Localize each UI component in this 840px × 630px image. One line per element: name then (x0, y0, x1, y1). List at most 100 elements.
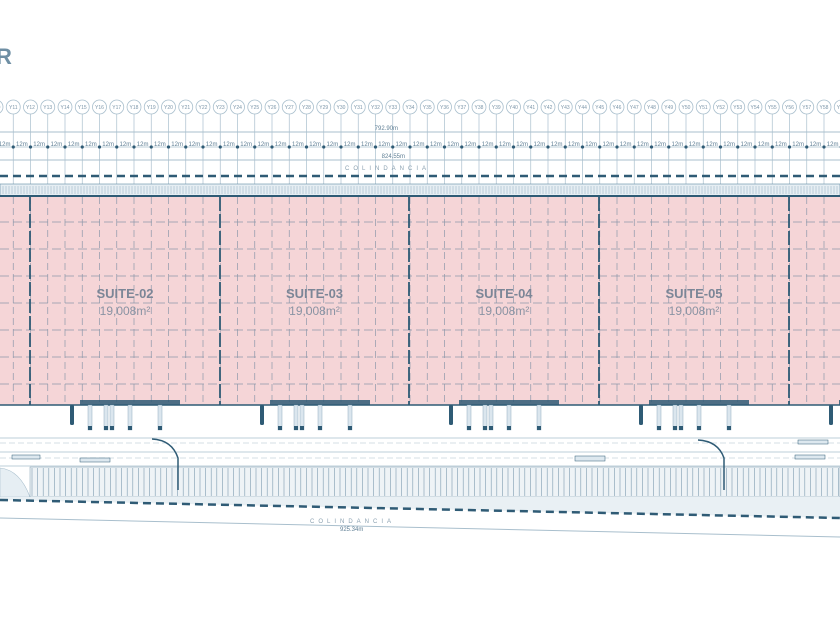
dimension-tick (253, 145, 257, 149)
bay-dimension-label: 12m (16, 142, 28, 148)
grid-axis-bubble (0, 100, 4, 114)
dimension-tick (753, 145, 757, 149)
dimension-tick (615, 145, 619, 149)
gate-ramp (697, 439, 725, 490)
grid-axis-label: Y19 (147, 105, 156, 111)
bay-dimension-label: 12m (499, 142, 511, 148)
bay-dimension-label: 12m (223, 142, 235, 148)
grid-axis-label: Y38 (475, 105, 484, 111)
grid-axis-label: Y13 (43, 105, 52, 111)
dock-bumper (467, 426, 471, 430)
grid-axis-label: Y15 (78, 105, 87, 111)
bay-dimension-label: 12m (775, 142, 787, 148)
grid-axis-label: Y30 (337, 105, 346, 111)
grid-axis-label: Y24 (233, 105, 242, 111)
dimension-tick (787, 145, 792, 149)
dimension-tick (736, 145, 740, 149)
dock-bumper (348, 426, 352, 430)
bay-dimension-label: 12m (171, 142, 183, 148)
bay-dimension-label: 12m (672, 142, 684, 148)
grid-axis-label: Y40 (509, 105, 518, 111)
bay-dimension-label: 12m (51, 142, 63, 148)
dock-bumper (88, 426, 92, 430)
dim-line-bottom (0, 517, 840, 538)
grid-axis-label: Y50 (682, 105, 691, 111)
boundary-label-top: COLINDANCIA (345, 166, 430, 172)
dock-bumper (318, 426, 322, 430)
grid-axis-label: Y58 (820, 105, 829, 111)
road-sign (797, 439, 829, 445)
dock-bumper (278, 426, 282, 430)
dimension-tick (563, 145, 567, 149)
bay-dimension-label: 12m (706, 142, 718, 148)
dimension-tick (408, 145, 412, 149)
dimension-tick (115, 145, 119, 149)
dock-bumper (697, 426, 701, 430)
dimension-tick (649, 145, 654, 149)
bay-dimension-label: 12m (603, 142, 615, 148)
dimension-tick (270, 145, 274, 149)
bay-dimension-label: 12m (137, 142, 149, 148)
dimension-tick (11, 145, 15, 149)
boundary-label-bottom: COLINDANCIA (310, 519, 395, 525)
dimension-tick (667, 145, 671, 149)
bay-dimension-label: 12m (120, 142, 132, 148)
dimension-tick (235, 145, 240, 149)
grid-axis-label: Y33 (388, 105, 397, 111)
dock-doors (649, 400, 749, 405)
dock-bumper (507, 426, 511, 430)
dimension-tick (63, 145, 67, 149)
dimension-tick (391, 145, 395, 149)
dimension-tick (46, 145, 50, 149)
dimension-tick (425, 145, 429, 149)
dim-bottom-boundary-label: 925.34m (340, 527, 363, 533)
grid-axis-label: Y51 (699, 105, 708, 111)
bay-dimension-label: 12m (465, 142, 477, 148)
dock-bumper (104, 426, 108, 430)
grid-axis-label: Y23 (216, 105, 225, 111)
suite-area: 19,008m² (100, 304, 151, 318)
dimension-tick (356, 145, 360, 149)
dimension-tick (529, 145, 533, 149)
dim-top-boundary-label: 824.55m (382, 154, 405, 160)
dock-doors (459, 400, 559, 405)
bay-dimension-label: 12m (568, 142, 580, 148)
road-sign (794, 454, 826, 460)
dimension-tick (28, 145, 33, 149)
bay-dimension-label: 12m (85, 142, 97, 148)
dimension-tick (460, 145, 464, 149)
bay-dimension-label: 12m (258, 142, 270, 148)
grid-axis-label: Y55 (768, 105, 777, 111)
dock-bumper (657, 426, 661, 430)
dock-bumper (483, 426, 487, 430)
dock-bumper (679, 426, 683, 430)
dock-ramp (70, 405, 74, 425)
grid-axis-markers: Y10Y11Y12Y13Y14Y15Y16Y17Y18Y19Y20Y21Y22Y… (0, 99, 840, 184)
grid-axis-label: Y48 (647, 105, 656, 111)
dimension-tick (580, 145, 585, 149)
bay-dimension-label: 12m (516, 142, 528, 148)
bay-dimension-label: 12m (396, 142, 408, 148)
grid-axis-label: Y41 (526, 105, 535, 111)
dock-doors (80, 400, 180, 405)
access-gates (151, 438, 725, 490)
grid-axis-label: Y27 (285, 105, 294, 111)
bay-dimension-label: 12m (240, 142, 252, 148)
suite-name: SUITE-05 (665, 286, 722, 301)
bay-dimension-label: 12m (534, 142, 546, 148)
dimension-tick (477, 145, 481, 149)
dimension-tick (770, 145, 774, 149)
dock-bumper (294, 426, 298, 430)
grid-axis-label: Y16 (95, 105, 104, 111)
grid-axis-label: Y35 (423, 105, 432, 111)
dock-ramp (260, 405, 264, 425)
property-boundary-bottom (0, 498, 840, 520)
dimension-tick (184, 145, 188, 149)
grid-axis-label: Y22 (199, 105, 208, 111)
dimension-tick (149, 145, 153, 149)
grid-axis-label: Y59 (837, 105, 840, 111)
bay-dimension-label: 12m (413, 142, 425, 148)
